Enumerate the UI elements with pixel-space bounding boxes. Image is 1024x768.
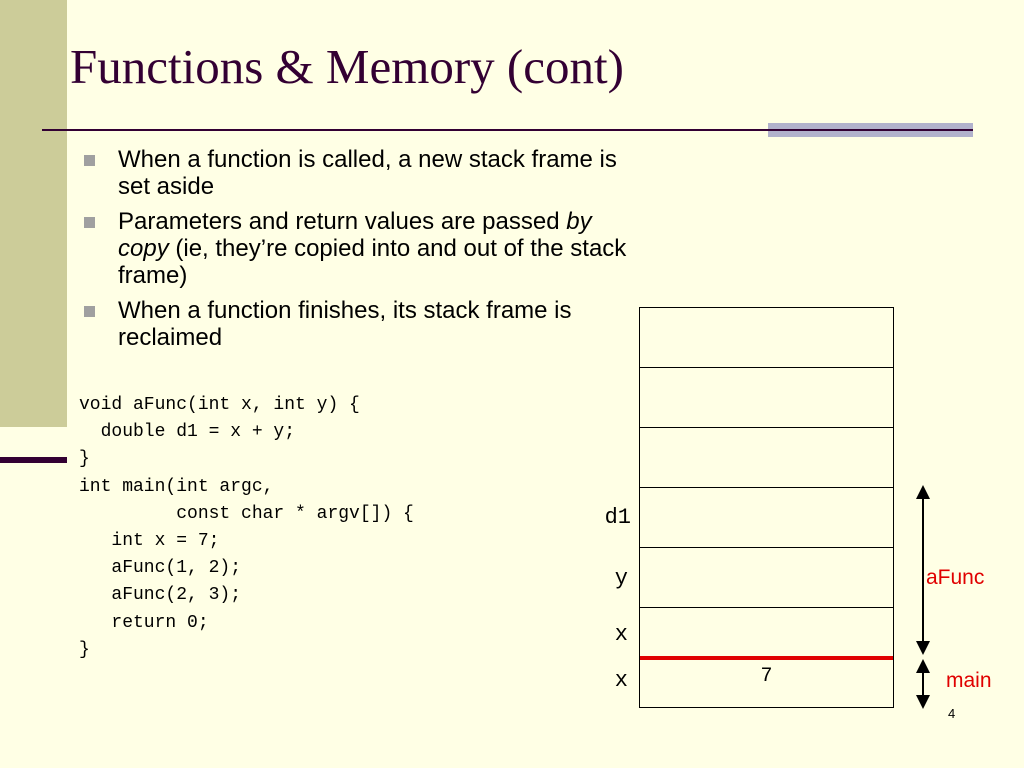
code-line: void aFunc(int x, int y) {	[79, 395, 360, 415]
bullet-text: Parameters and return values are passed	[118, 208, 567, 235]
left-decoration-bar	[0, 0, 67, 427]
code-line: aFunc(2, 3);	[79, 585, 242, 606]
title-divider-accent	[768, 123, 973, 137]
bullet-item: Parameters and return values are passed …	[82, 208, 642, 289]
stack-diagram: 7	[639, 307, 894, 708]
frame-label-afunc: aFunc	[926, 566, 985, 589]
code-line: aFunc(1, 2);	[79, 558, 242, 579]
stack-cell-d1	[640, 488, 893, 548]
code-line: double d1 = x + y;	[79, 422, 296, 443]
square-bullet-icon	[84, 155, 95, 166]
code-line: }	[79, 639, 90, 660]
main-x-value: 7	[760, 665, 773, 688]
square-bullet-icon	[84, 306, 95, 317]
bullet-item: When a function finishes, its stack fram…	[82, 297, 642, 351]
left-accent-line	[0, 457, 67, 463]
bullet-text: When a function is called, a new stack f…	[118, 146, 617, 200]
bullet-emphasis: by copy	[118, 208, 592, 262]
var-label-x-afunc: x	[614, 622, 628, 647]
square-bullet-icon	[84, 217, 95, 228]
code-line: }	[79, 449, 90, 470]
slide-number: 4	[948, 706, 956, 721]
code-line: const char * argv[]) {	[79, 503, 414, 524]
code-block: void aFunc(int x, int y) { double d1 = x…	[79, 392, 414, 664]
frame-brackets	[916, 485, 930, 709]
frame-boundary-line	[640, 656, 893, 660]
code-line: int main(int argc,	[79, 476, 274, 497]
bullet-item: When a function is called, a new stack f…	[82, 146, 642, 200]
var-label-d1: d1	[604, 505, 631, 530]
afunc-bracket-arrow-icon	[916, 485, 930, 655]
slide-title: Functions & Memory (cont)	[70, 39, 624, 94]
var-label-y: y	[614, 566, 628, 591]
main-bracket-arrow-icon	[916, 659, 930, 709]
bullet-text: (ie, they’re copied into and out of the …	[118, 235, 627, 289]
bullet-text: When a function finishes, its stack fram…	[118, 297, 572, 351]
stack-cell-y	[640, 548, 893, 608]
stack-cell	[640, 368, 893, 428]
stack-cell	[640, 428, 893, 488]
title-divider	[42, 129, 972, 131]
code-line: return 0;	[79, 612, 209, 633]
stack-cell	[640, 308, 893, 368]
bullet-list: When a function is called, a new stack f…	[82, 146, 642, 359]
frame-label-main: main	[946, 669, 992, 692]
var-label-x-main: x	[614, 668, 628, 693]
code-line: int x = 7;	[79, 531, 220, 552]
